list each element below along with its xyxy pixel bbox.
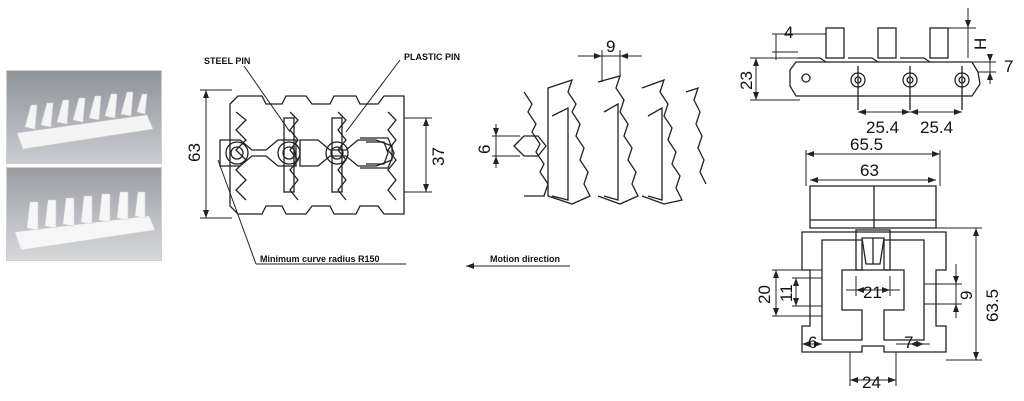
chain-photo-top [6, 70, 162, 164]
top-view: 63 37 STEEL PIN PLASTIC PIN Minimum curv… [185, 52, 460, 265]
end-view-dim-right: 9 [957, 291, 976, 300]
side-view-dim-h: H [971, 38, 990, 50]
middle-view-outline [513, 75, 707, 205]
end-view-dim-inner: 63 [860, 161, 879, 180]
end-view-dim-bottom: 24 [862, 373, 881, 392]
end-view-dim-left-outer: 20 [755, 285, 774, 304]
end-view-dim-center: 21 [863, 283, 882, 302]
end-view: 65.5 63 63.5 20 11 21 [755, 135, 1002, 392]
top-view-dim-height: 63 [185, 143, 204, 162]
label-plastic-pin: PLASTIC PIN [404, 52, 460, 62]
side-view-dim-right: 7 [1004, 57, 1013, 76]
side-view: 4 23 H 7 25.4 25.4 [737, 8, 1013, 137]
end-view-outline [801, 185, 947, 353]
side-view-outline [789, 27, 981, 110]
side-view-dim-pitch-1: 25.4 [866, 118, 899, 137]
label-min-curve-radius: Minimum curve radius R150 [260, 254, 380, 264]
end-view-dim-bottom-right: 7 [904, 333, 913, 352]
side-view-dim-top: 4 [784, 23, 793, 42]
side-view-dim-pitch-2: 25.4 [920, 118, 953, 137]
top-view-outline [219, 95, 405, 215]
label-motion-direction: Motion direction [490, 254, 560, 264]
end-view-dim-bottom-left: 6 [808, 333, 817, 352]
label-steel-pin: STEEL PIN [204, 56, 250, 66]
middle-view-dim-pitch: 9 [606, 37, 615, 56]
chain-photo-bottom-image [7, 168, 161, 260]
side-view-dim-height: 23 [737, 71, 756, 90]
end-view-dim-height: 63.5 [983, 289, 1002, 322]
end-view-dim-left-inner: 11 [777, 284, 796, 302]
end-view-dim-outer: 65.5 [850, 135, 883, 154]
chain-photo-top-image [7, 71, 161, 163]
middle-view-dim-left: 6 [475, 145, 494, 154]
top-view-dim-right: 37 [429, 147, 448, 166]
middle-view: 9 6 Motion direction [466, 37, 707, 269]
chain-photo-bottom [6, 167, 162, 261]
